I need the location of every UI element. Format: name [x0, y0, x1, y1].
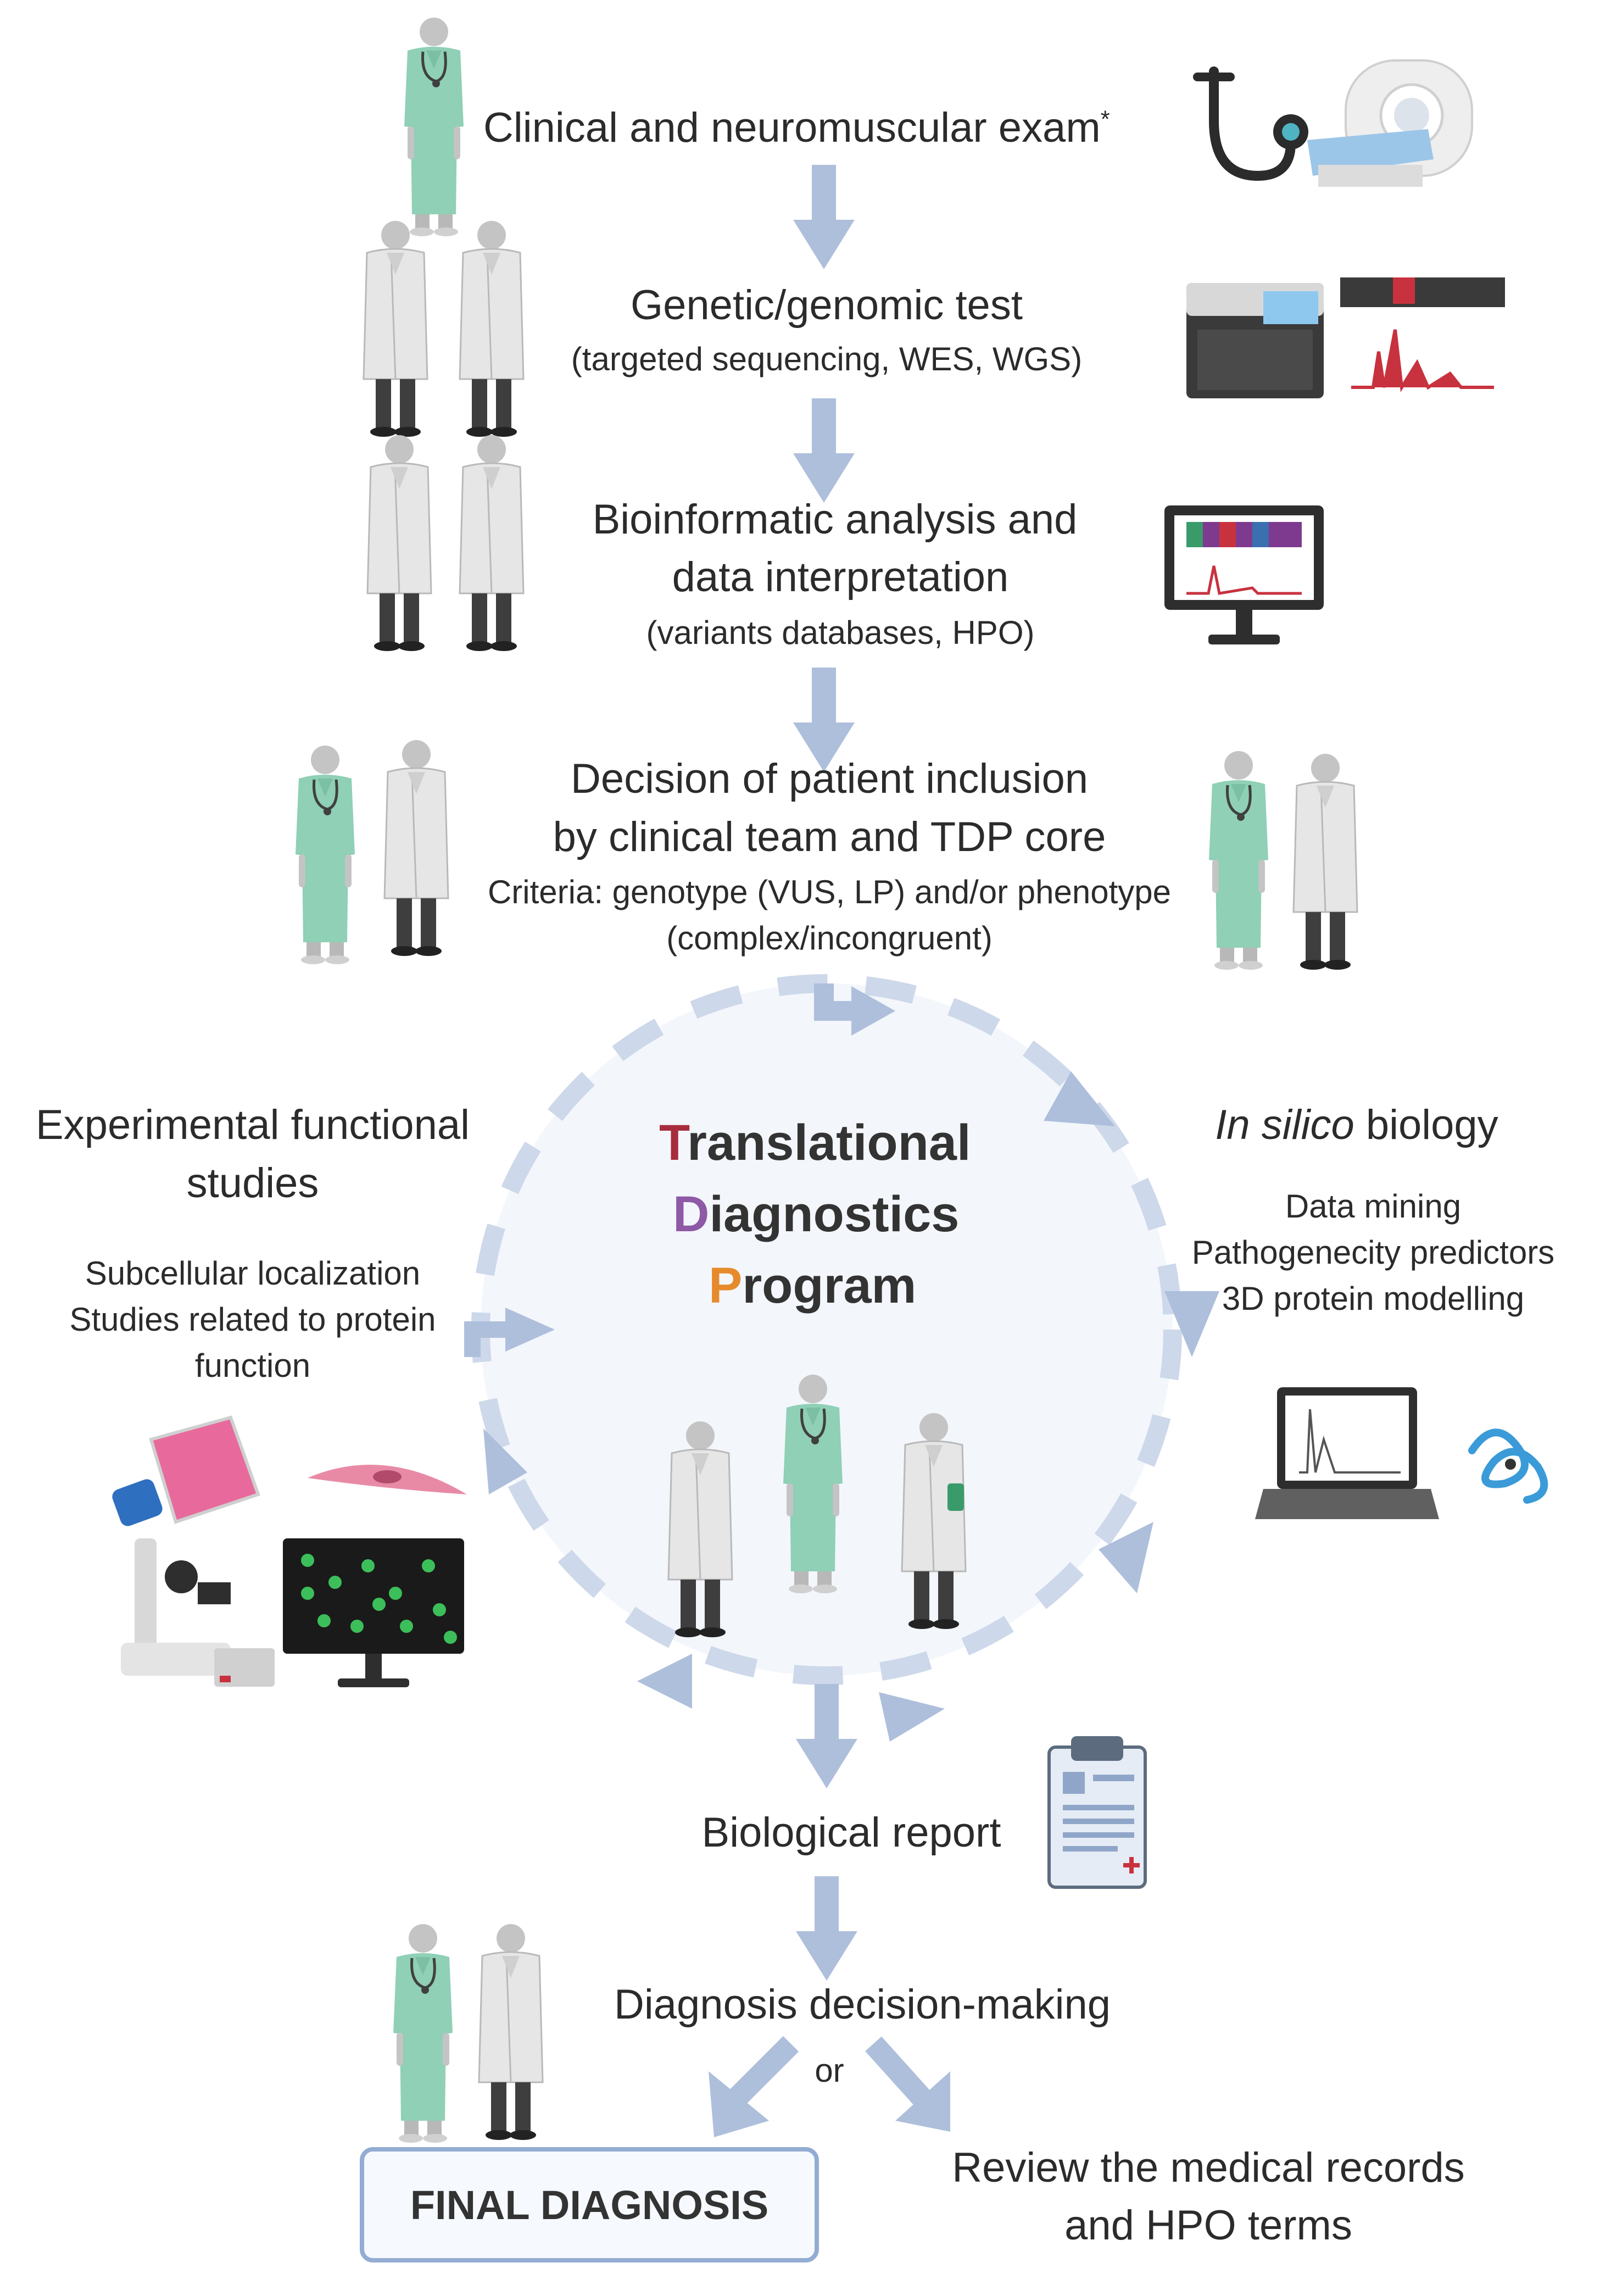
- cycle-arrowhead: [1099, 1522, 1153, 1593]
- in-silico-rest: biology: [1354, 1102, 1498, 1148]
- protein-structure-icon: [1468, 1428, 1548, 1504]
- decision-title-line1: Decision of patient inclusion: [570, 755, 1089, 802]
- clinical-exam-label: Clinical and neuromuscular exam*: [483, 103, 1110, 153]
- flow-arrow: [728, 2036, 799, 2107]
- clinician-figure: [783, 1375, 843, 1593]
- cycle-arrowhead: [1044, 1071, 1115, 1126]
- laptop-plot-icon: [1255, 1387, 1439, 1519]
- experimental-item: Subcellular localization: [85, 1255, 421, 1292]
- sequence-chromatogram-icon: [1340, 277, 1505, 392]
- review-records-line1: Review the medical records: [952, 2144, 1465, 2191]
- flow-arrow: [865, 2036, 931, 2106]
- bioinformatic-title-line2: data interpretation: [672, 554, 1009, 601]
- sequencer-icon: [1186, 283, 1324, 398]
- clinical-exam-text: Clinical and neuromuscular exam: [483, 104, 1101, 151]
- cell-nucleus-icon: [373, 1470, 402, 1483]
- mri-scanner-icon: [1307, 59, 1473, 187]
- flow-arrow: [796, 1876, 857, 1981]
- in-silico-item: Pathogenecity predictors: [1191, 1234, 1555, 1271]
- experimental-item: Studies related to protein: [69, 1301, 436, 1338]
- scientist-figure: [363, 220, 428, 438]
- computer-monitor-icon: [1164, 505, 1324, 644]
- experimental-item: function: [194, 1347, 311, 1384]
- flow-arrow: [793, 398, 855, 503]
- flow-arrow: [851, 986, 895, 1036]
- tdp-title-line-diagnostics: Diagnostics: [673, 1184, 959, 1244]
- stethoscope-icon: [1193, 66, 1308, 181]
- tdp-title-line-translational: Translational: [659, 1113, 971, 1173]
- decision-criteria-line1: Criteria: genotype (VUS, LP) and/or phen…: [487, 874, 1172, 910]
- tdp-word-rest: iagnostics: [709, 1186, 960, 1242]
- genetic-test-subtitle: (targeted sequencing, WES, WGS): [571, 341, 1083, 377]
- in-silico-item: 3D protein modelling: [1222, 1280, 1525, 1317]
- experimental-title-line1: Experimental functional: [36, 1102, 470, 1148]
- tdp-word-rest: ranslational: [687, 1115, 971, 1171]
- tablet-icon: [947, 1483, 964, 1511]
- microscope-icon: [121, 1538, 275, 1687]
- tdp-initial-p: P: [709, 1258, 743, 1314]
- scientist-figure: [459, 220, 525, 438]
- biological-report-label: Biological report: [701, 1809, 1001, 1856]
- scientist-figure: [383, 739, 449, 957]
- tdp-cycle-background: [481, 983, 1173, 1676]
- or-label: or: [815, 2052, 844, 2089]
- bioinformatic-title-line1: Bioinformatic analysis and: [592, 496, 1078, 543]
- cycle-arrowhead: [637, 1654, 692, 1709]
- decision-criteria-line2: (complex/incongruent): [666, 920, 993, 957]
- tdp-initial-d: D: [673, 1186, 710, 1242]
- bioinformatic-subtitle: (variants databases, HPO): [646, 614, 1035, 651]
- tdp-title-line-program: Program: [709, 1255, 916, 1316]
- in-silico-title: In silico biology: [1159, 1100, 1554, 1150]
- flow-arrow: [709, 2071, 769, 2137]
- clinician-figure: [404, 18, 464, 236]
- cell-culture-flask-icon: [112, 1415, 260, 1526]
- scientist-figure: [478, 1923, 544, 2141]
- in-silico-item: Data mining: [1285, 1188, 1462, 1225]
- scientist-figure: [1292, 753, 1358, 971]
- flow-arrow: [505, 1308, 555, 1352]
- in-silico-italic: In silico: [1215, 1102, 1354, 1148]
- experimental-title-line2: studies: [186, 1160, 319, 1207]
- footnote-marker: *: [1100, 105, 1110, 133]
- final-diagnosis-box: FINAL DIAGNOSIS: [360, 2147, 819, 2262]
- fluorescence-monitor-icon: [283, 1538, 464, 1687]
- flow-arrow: [796, 1684, 857, 1788]
- clinician-figure: [393, 1924, 453, 2143]
- flow-arrow: [895, 2071, 950, 2132]
- review-records-line2: and HPO terms: [1064, 2202, 1352, 2249]
- tdp-initial-t: T: [659, 1115, 688, 1171]
- clinician-figure: [1209, 751, 1268, 970]
- scientist-figure: [459, 434, 525, 652]
- cycle-arrowhead: [879, 1692, 945, 1742]
- cycle-arrowhead: [1164, 1291, 1219, 1357]
- cycle-arrowhead: [483, 1428, 527, 1494]
- tdp-word-rest: rogram: [742, 1258, 917, 1314]
- diagnosis-decision-label: Diagnosis decision-making: [614, 1981, 1111, 2028]
- scientist-figure: [366, 434, 432, 652]
- flow-arrow: [814, 983, 857, 1021]
- decision-title-line2: by clinical team and TDP core: [553, 814, 1106, 860]
- clinician-figure: [296, 746, 355, 964]
- flow-arrow: [793, 165, 855, 269]
- genetic-test-title: Genetic/genomic test: [631, 282, 1023, 329]
- clipboard-report-icon: [1047, 1736, 1147, 1889]
- final-diagnosis-label: FINAL DIAGNOSIS: [410, 2182, 769, 2228]
- flow-arrow: [464, 1321, 511, 1357]
